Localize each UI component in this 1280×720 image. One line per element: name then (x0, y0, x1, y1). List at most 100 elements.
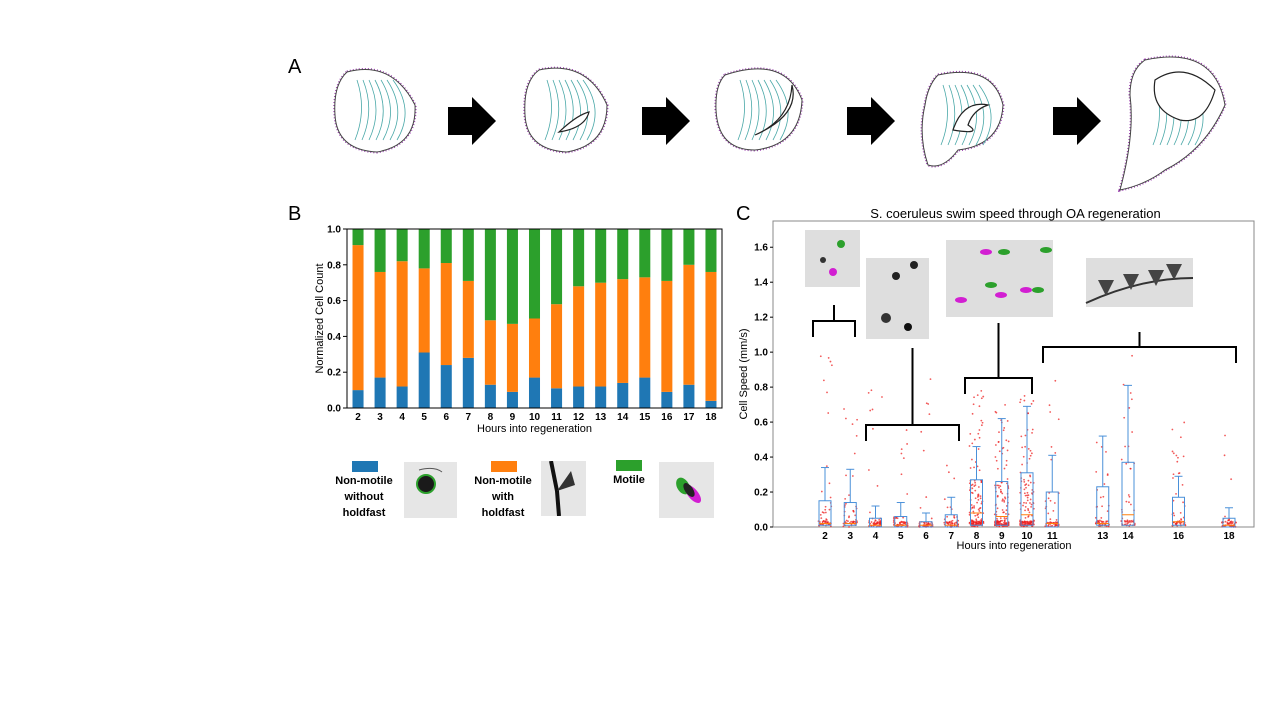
speed-point (1030, 452, 1033, 455)
x-axis-title: Hours into regeneration (957, 540, 1072, 552)
speed-point (1023, 478, 1025, 481)
speed-point (1182, 523, 1185, 525)
bar-segment (484, 384, 496, 408)
speed-point (1006, 478, 1009, 480)
speed-point (1007, 440, 1010, 443)
speed-point (830, 364, 833, 367)
speed-point (980, 481, 983, 484)
bar-segment (440, 229, 452, 264)
photo-background (805, 230, 860, 287)
speed-point (904, 523, 907, 526)
speed-point (1172, 512, 1175, 515)
speed-point (1100, 446, 1103, 448)
speed-point (1179, 436, 1182, 439)
bar-segment (595, 386, 607, 408)
bar-segment (506, 229, 518, 324)
speed-point (1223, 454, 1226, 457)
bar-segment (595, 282, 607, 387)
speed-point (1027, 509, 1030, 512)
x-tick-label: 13 (1097, 531, 1109, 542)
speed-point (1005, 439, 1008, 442)
speed-point (974, 489, 977, 492)
speed-point (1024, 521, 1027, 523)
speed-point (851, 423, 854, 425)
speed-point (1128, 407, 1131, 409)
bar-segment (506, 323, 518, 392)
speed-point (900, 448, 903, 451)
speed-point (1023, 480, 1026, 483)
speed-point (850, 520, 853, 523)
y-tick-label: 1.0 (754, 348, 768, 359)
bar-segment (418, 352, 430, 408)
speed-point (869, 511, 871, 514)
speed-point (1056, 521, 1058, 524)
bracket-hours-2-3 (812, 305, 856, 337)
speed-point (1129, 503, 1132, 506)
speed-point (1128, 495, 1131, 498)
speed-point (1027, 522, 1030, 524)
y-tick-label: 0.4 (754, 453, 768, 464)
bracket-hours-11-18 (1042, 332, 1237, 363)
speed-point (1126, 519, 1129, 522)
cell-blob (837, 240, 845, 248)
attached-cell-photo-icon (541, 461, 586, 516)
speed-point (977, 498, 980, 501)
speed-point (1051, 524, 1054, 527)
speed-point (1030, 520, 1033, 523)
speed-point (1000, 481, 1003, 484)
speed-point (824, 511, 827, 514)
speed-point (823, 511, 825, 514)
speed-point (994, 410, 997, 413)
speed-point (1124, 445, 1126, 448)
speed-point (1007, 523, 1010, 525)
bar-segment (617, 382, 629, 408)
speed-point (1022, 455, 1025, 458)
speed-point (972, 510, 975, 513)
x-tick-label: 10 (529, 412, 541, 423)
x-tick-label: 11 (1047, 531, 1058, 542)
speed-point (1029, 474, 1031, 477)
bar-segment (374, 377, 386, 408)
speed-point (1227, 519, 1230, 522)
speed-point (1125, 462, 1128, 465)
speed-point (877, 521, 880, 524)
x-axis-title: Hours into regeneration (477, 423, 592, 435)
speed-point (1027, 412, 1029, 415)
speed-point (906, 443, 909, 445)
speed-point (973, 506, 975, 509)
speed-point (1054, 524, 1057, 527)
speed-point (855, 434, 858, 437)
x-tick-label: 4 (399, 412, 405, 423)
legend-label-motile: Motile (613, 474, 645, 486)
speed-point (1002, 429, 1005, 432)
attached-cell (1123, 274, 1139, 290)
speed-point (1029, 523, 1032, 525)
bar-segment (506, 391, 518, 408)
speed-point (1024, 434, 1027, 437)
speed-point (906, 493, 909, 495)
speed-point (1179, 521, 1182, 524)
x-tick-label: 3 (377, 412, 383, 423)
chart-title: S. coeruleus swim speed through OA regen… (870, 206, 1161, 221)
x-tick-label: 17 (683, 412, 695, 423)
speed-point (1025, 502, 1028, 504)
x-tick-label: 15 (639, 412, 651, 423)
speed-point (1028, 511, 1031, 514)
speed-point (1047, 512, 1050, 515)
attached-cell (1098, 280, 1114, 296)
speed-point (1183, 421, 1186, 424)
speed-point (970, 458, 973, 461)
bar-segment (484, 320, 496, 385)
speed-point (1021, 521, 1024, 524)
speed-point (995, 459, 998, 462)
speed-point (977, 448, 980, 450)
speed-point (1023, 492, 1026, 495)
speed-point (1029, 498, 1032, 501)
cell-blob (904, 323, 912, 331)
speed-point (1019, 401, 1021, 404)
bar-segment (661, 391, 673, 408)
speed-point (994, 456, 997, 458)
speed-point (843, 408, 845, 410)
speed-point (996, 484, 999, 487)
speed-point (1057, 418, 1060, 421)
